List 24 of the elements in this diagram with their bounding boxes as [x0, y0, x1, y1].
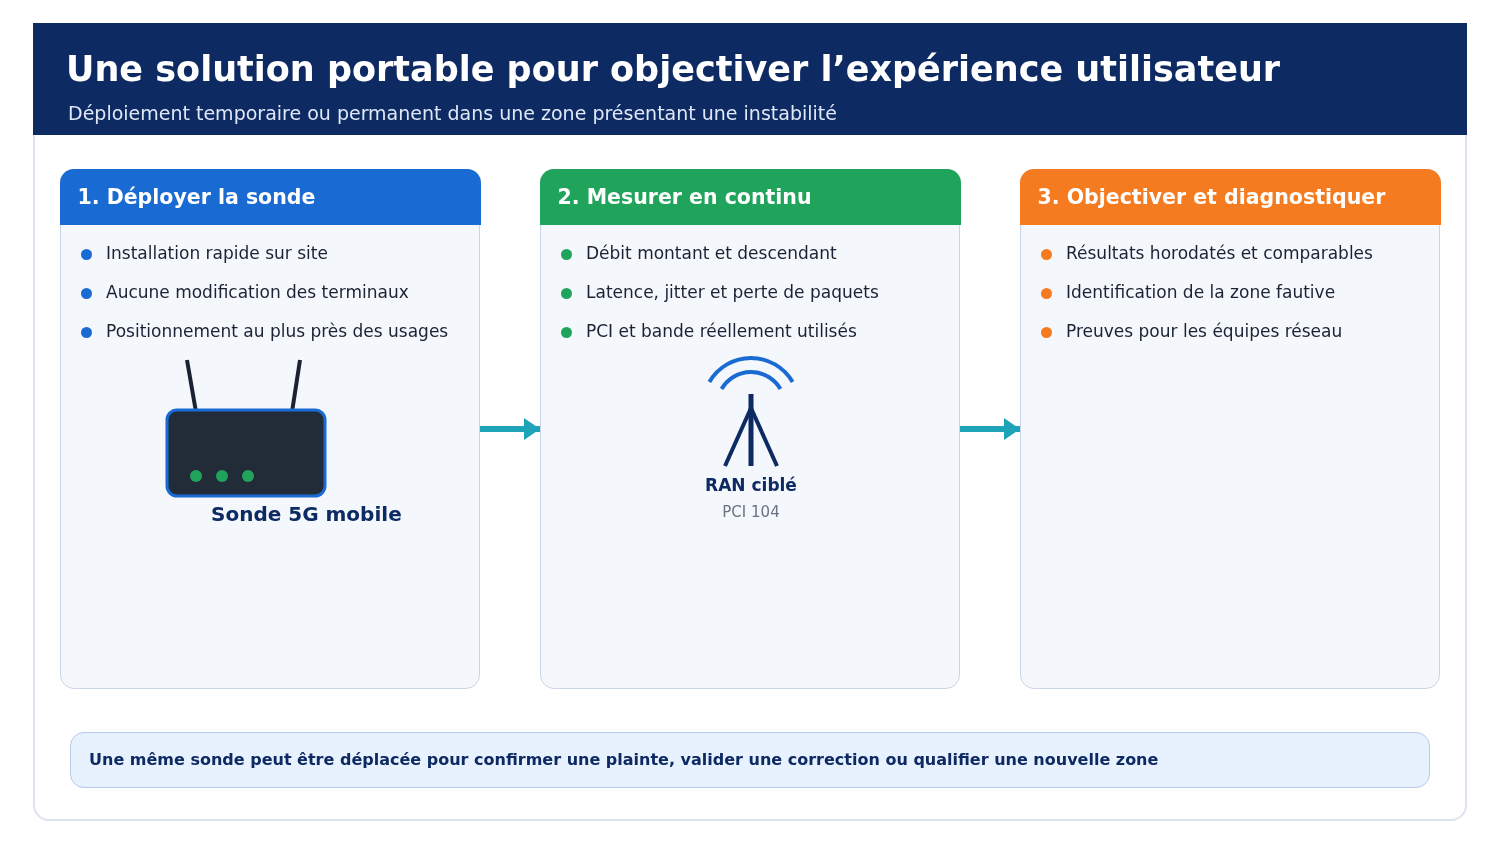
step-heading: 2. Mesurer en continu	[539, 168, 961, 225]
bullet-text: Identification de la zone fautive	[1066, 281, 1336, 304]
bullet-text: Aucune modification des terminaux	[106, 281, 409, 304]
device-label: Sonde 5G mobile	[211, 502, 402, 526]
arrow	[960, 418, 1020, 440]
bullet-text: Preuves pour les équipes réseau	[1066, 320, 1343, 343]
step-card	[60, 169, 480, 689]
step-card	[1020, 169, 1440, 689]
cell-label: RAN ciblé	[704, 475, 798, 495]
step-card	[540, 169, 960, 689]
step-heading: 1. Déployer la sonde	[59, 168, 481, 225]
bullet-text: Débit montant et descendant	[586, 242, 837, 265]
page-title: Une solution portable pour objectiver l’expérience utilisateur	[66, 48, 1281, 91]
note-text: Une même sonde peut être déplacée pour confirmer une plainte, valider une correction ou qualifier une nouvelle zone	[89, 749, 1159, 771]
bullet-text: PCI et bande réellement utilisés	[586, 320, 857, 343]
bullet-text: Résultats horodatés et comparables	[1066, 242, 1373, 265]
note-panel	[70, 732, 1430, 788]
arrow	[480, 418, 540, 440]
bullet-text: Latence, jitter et perte de paquets	[586, 281, 879, 304]
step-heading: 3. Objectiver et diagnostiquer	[1019, 168, 1441, 225]
bullet-text: Positionnement au plus près des usages	[106, 320, 449, 343]
cell-id-label: PCI 104	[721, 503, 781, 521]
subtitle: Déploiement temporaire ou permanent dans une zone présentant une instabilité	[68, 101, 837, 125]
bullet-text: Installation rapide sur site	[106, 242, 328, 265]
